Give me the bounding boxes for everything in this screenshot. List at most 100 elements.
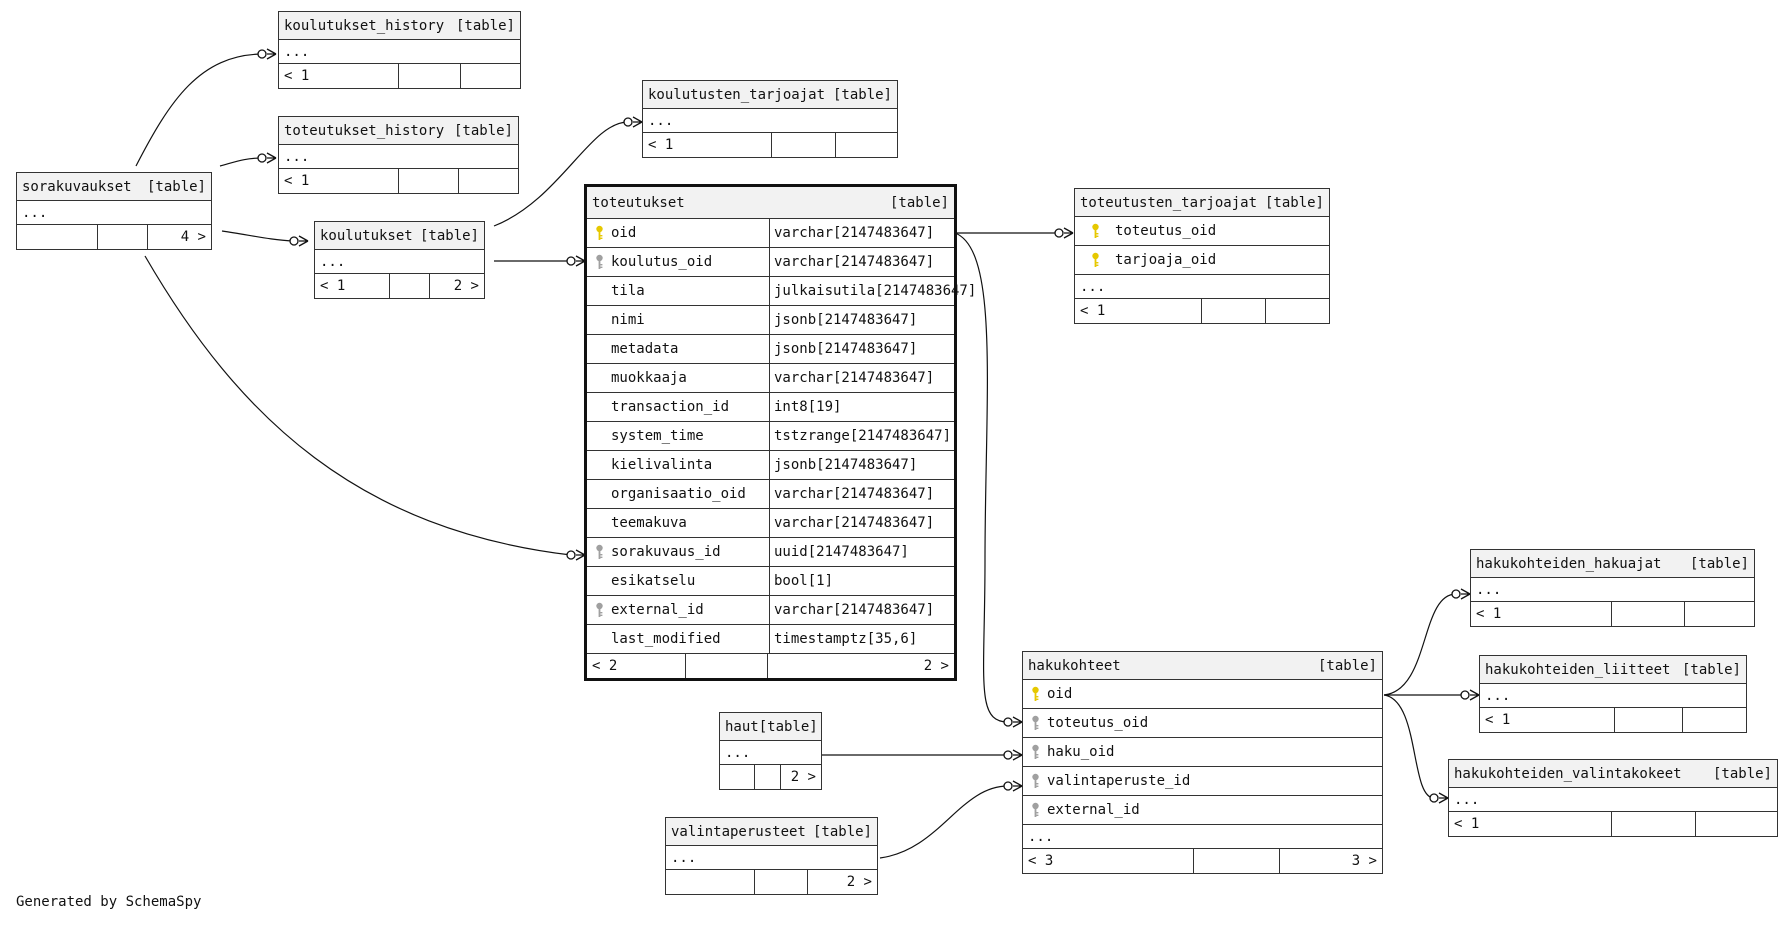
- table-name: koulutusten_tarjoajat: [648, 86, 826, 103]
- column-row[interactable]: haku_oid: [1023, 738, 1382, 767]
- column-row[interactable]: toteutus_oid: [1075, 217, 1329, 246]
- table-footer: 2 >: [720, 765, 821, 789]
- more-columns-ellipsis: ...: [279, 40, 520, 64]
- children-count[interactable]: [835, 133, 897, 157]
- parents-count[interactable]: < 1: [648, 137, 674, 153]
- table-hakukohteiden-hakuajat[interactable]: hakukohteiden_hakuajat [table] ... < 1: [1470, 549, 1755, 627]
- column-name: toteutus_oid: [1115, 223, 1217, 239]
- table-kind: [table]: [453, 122, 513, 139]
- parents-count[interactable]: < 1: [1080, 303, 1106, 319]
- column-name: last_modified: [611, 631, 721, 647]
- table-haut[interactable]: haut [table] ... 2 >: [719, 712, 822, 790]
- parents-count[interactable]: < 3: [1028, 853, 1054, 869]
- column-row[interactable]: toteutus_oid: [1023, 709, 1382, 738]
- column-type: varchar[2147483647]: [769, 247, 954, 277]
- column-type: timestamptz[35,6]: [769, 624, 954, 654]
- table-name: toteutukset: [592, 194, 685, 211]
- table-koulutukset[interactable]: koulutukset [table] ... < 1 2 >: [314, 221, 485, 299]
- more-columns-ellipsis: ...: [1075, 275, 1329, 299]
- table-kind: [table]: [455, 17, 515, 34]
- table-valintaperusteet[interactable]: valintaperusteet [table] ... 2 >: [665, 817, 878, 895]
- table-name: koulutukset: [320, 227, 413, 244]
- column-row[interactable]: valintaperuste_id: [1023, 767, 1382, 796]
- column-row[interactable]: tarjoaja_oid: [1075, 246, 1329, 275]
- table-header: toteutukset_history [table]: [279, 117, 518, 145]
- table-kind: [table]: [146, 178, 206, 195]
- table-koulutusten-tarjoajat[interactable]: koulutusten_tarjoajat [table] ... < 1: [642, 80, 898, 158]
- column-row[interactable]: external_id: [1023, 796, 1382, 825]
- children-count[interactable]: [1265, 299, 1329, 323]
- parents-count[interactable]: < 2: [592, 658, 618, 674]
- key-cell: [587, 602, 611, 618]
- parents-count[interactable]: < 1: [1485, 712, 1511, 728]
- column-row[interactable]: last_modified timestamptz[35,6]: [587, 624, 954, 654]
- column-row[interactable]: esikatselu bool[1]: [587, 566, 954, 596]
- table-name: hakukohteiden_valintakokeet: [1454, 765, 1682, 782]
- column-name: esikatselu: [611, 573, 696, 589]
- children-count[interactable]: 3 >: [1279, 849, 1382, 873]
- column-type: bool[1]: [769, 566, 954, 596]
- rows-count: [771, 133, 835, 157]
- parents-count[interactable]: < 1: [1454, 816, 1480, 832]
- more-columns-ellipsis: ...: [1480, 684, 1746, 708]
- children-count[interactable]: 2 >: [807, 870, 877, 894]
- parents-count[interactable]: < 1: [1476, 606, 1502, 622]
- children-count[interactable]: [1682, 708, 1746, 732]
- children-count[interactable]: 2 >: [780, 765, 821, 789]
- table-kind: [table]: [812, 823, 872, 840]
- table-header: toteutusten_tarjoajat [table]: [1075, 189, 1329, 217]
- edge-hakukohteet-valintakokeet: [1383, 694, 1435, 799]
- table-toteutusten-tarjoajat[interactable]: toteutusten_tarjoajat [table] toteutus_o…: [1074, 188, 1330, 324]
- more-columns-ellipsis: ...: [17, 201, 211, 225]
- foreign-key-icon: [1031, 802, 1039, 817]
- children-count[interactable]: 2 >: [429, 274, 484, 298]
- parents-count[interactable]: < 1: [320, 278, 346, 294]
- children-count[interactable]: [460, 64, 520, 88]
- parents-count[interactable]: < 1: [284, 173, 310, 189]
- table-koulutukset-history[interactable]: koulutukset_history [table] ... < 1: [278, 11, 521, 89]
- edge-valintaperusteet-hakukohteet: [879, 785, 1009, 859]
- key-cell: [1023, 773, 1047, 789]
- table-footer: < 1: [1480, 708, 1746, 732]
- children-count[interactable]: [1684, 602, 1754, 626]
- column-row[interactable]: oid: [1023, 680, 1382, 709]
- rows-count: [1614, 708, 1682, 732]
- children-count[interactable]: [1695, 812, 1777, 836]
- column-name: oid: [1047, 686, 1073, 702]
- parents-count[interactable]: [17, 225, 97, 249]
- column-type: uuid[2147483647]: [769, 537, 954, 567]
- children-count[interactable]: 4 >: [147, 225, 211, 249]
- table-kind: [table]: [1712, 765, 1772, 782]
- parents-count[interactable]: < 1: [284, 68, 310, 84]
- children-count[interactable]: 2 >: [767, 654, 954, 678]
- edge-hakukohteet-hakuajat: [1383, 593, 1457, 696]
- table-sorakuvaukset[interactable]: sorakuvaukset [table] ... 4 >: [16, 172, 212, 250]
- table-hakukohteiden-valintakokeet[interactable]: hakukohteiden_valintakokeet [table] ... …: [1448, 759, 1778, 837]
- rows-count: [754, 870, 807, 894]
- key-cell: [1023, 802, 1047, 818]
- rows-count: [685, 654, 767, 678]
- table-hakukohteiden-liitteet[interactable]: hakukohteiden_liitteet [table] ... < 1: [1479, 655, 1747, 733]
- parents-count[interactable]: [720, 765, 754, 789]
- parents-count[interactable]: [666, 870, 754, 894]
- table-footer: < 3 3 >: [1023, 849, 1382, 873]
- children-count[interactable]: [458, 169, 518, 193]
- table-toteutukset-history[interactable]: toteutukset_history [table] ... < 1: [278, 116, 519, 194]
- foreign-key-icon: [595, 602, 603, 617]
- table-header: haut [table]: [720, 713, 821, 741]
